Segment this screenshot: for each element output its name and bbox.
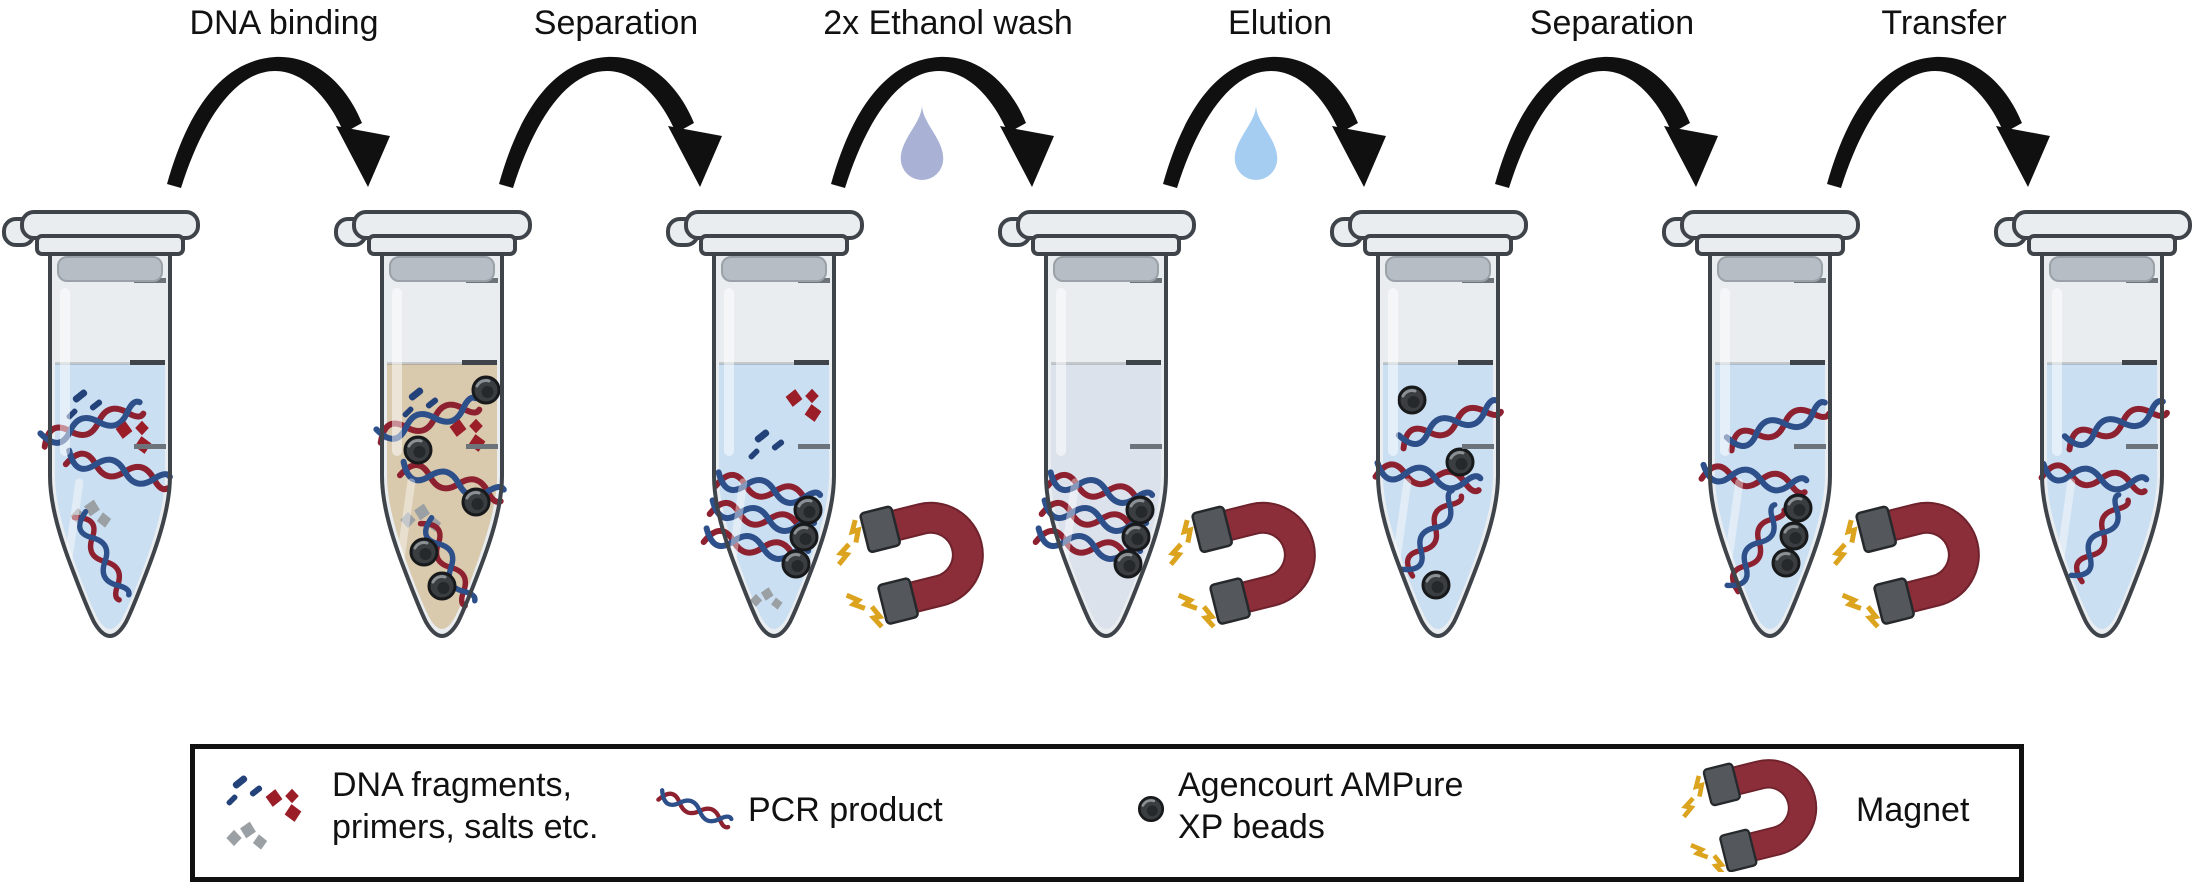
magnet-icon: [1676, 746, 1852, 872]
arrow-separation-1: [499, 56, 722, 188]
step-label-separation-1: Separation: [533, 4, 699, 42]
step-label-dna-binding: DNA binding: [189, 4, 379, 42]
magnet-icon-tube-6: [1824, 487, 1991, 633]
step-label-transfer: Transfer: [1881, 4, 2007, 42]
arrow-transfer: [1827, 56, 2050, 188]
tube-6-separation: [1662, 210, 1860, 638]
legend-label-pcr-product: PCR product: [748, 791, 943, 829]
tube-1-input: [2, 210, 200, 638]
step-label-elution: Elution: [1228, 4, 1332, 42]
arrow-dna-binding: [167, 56, 390, 188]
legend-label-beads-line2: XP beads: [1178, 808, 1325, 846]
step-label-separation-2: Separation: [1529, 4, 1695, 42]
arrow-separation-2: [1495, 56, 1718, 188]
ampure-bead-icon: [1137, 795, 1165, 823]
ethanol-droplet-icon: [900, 105, 944, 180]
tube-3-separation: [666, 210, 864, 638]
legend-label-magnet: Magnet: [1856, 791, 1970, 829]
legend-label-fragments-line2: primers, salts etc.: [332, 808, 599, 846]
tube-4-ethanol-wash: [998, 210, 1196, 638]
legend-label-fragments-line1: DNA fragments,: [332, 766, 572, 804]
pcr-product-icon: [640, 778, 750, 840]
dna-fragments-icon: [225, 774, 303, 851]
tube-5-elution: [1330, 210, 1528, 638]
legend-label-beads-line1: Agencourt AMPure: [1178, 766, 1464, 804]
tube-7-purified: [1994, 210, 2192, 638]
arrow-ethanol-wash: [831, 56, 1054, 188]
magnet-icon-tube-4: [1160, 487, 1327, 633]
step-label-ethanol-wash: 2x Ethanol wash: [823, 4, 1073, 42]
magnet-icon-tube-3: [828, 487, 995, 633]
elution-droplet-icon: [1234, 105, 1278, 180]
tube-2-dna-binding: [334, 210, 532, 638]
